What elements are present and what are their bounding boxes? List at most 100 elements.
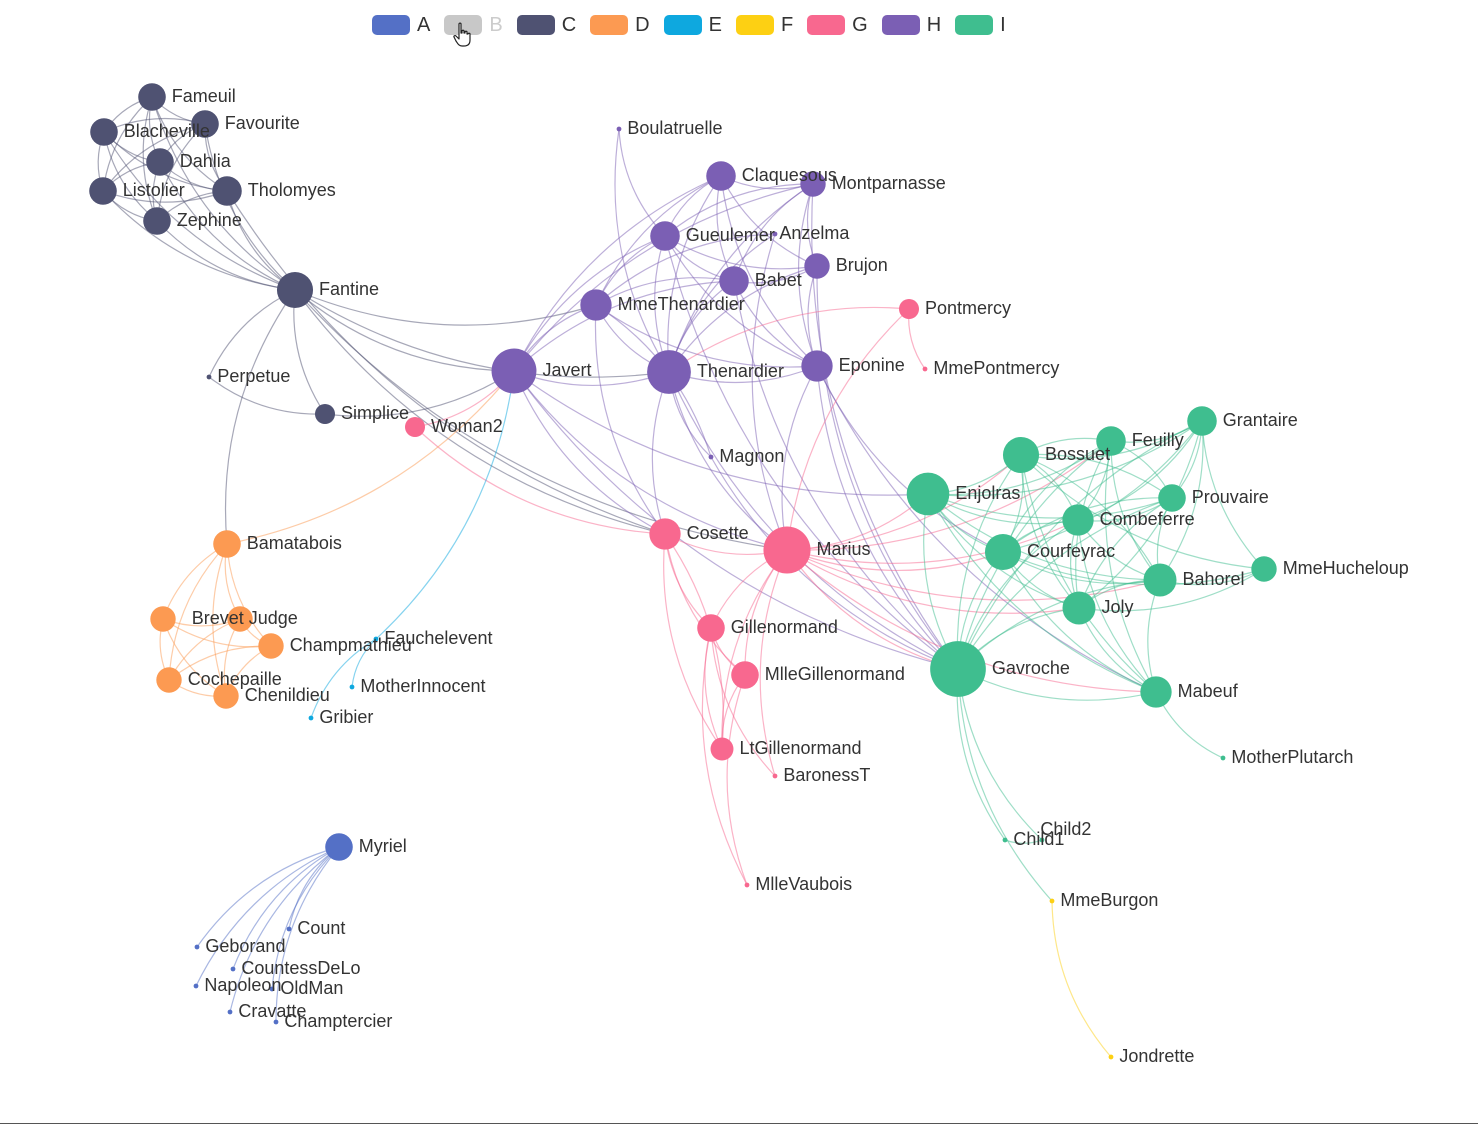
node-fameuil[interactable] [138, 83, 166, 111]
node-claquesous[interactable] [706, 161, 736, 191]
node-label-bahorel: Bahorel [1183, 569, 1245, 589]
node-champtercier[interactable] [273, 1019, 279, 1025]
edge-fantine-thenardier [294, 289, 670, 378]
edge-claquesous-mme-thenardier [595, 175, 722, 306]
node-label-brevet: Brevet [192, 608, 244, 628]
node-gillenormand[interactable] [697, 614, 725, 642]
legend-swatch [735, 15, 774, 35]
edge-brujon-gavroche [816, 265, 959, 670]
node-gribier[interactable] [308, 715, 314, 721]
node-cochepaille[interactable] [156, 667, 182, 693]
legend-item-e[interactable]: E [663, 13, 722, 37]
node-simplice[interactable] [314, 403, 336, 425]
node-tholomyes[interactable] [212, 176, 242, 206]
edge-myriel-cravatte [229, 846, 340, 1013]
node-zephine[interactable] [143, 207, 171, 235]
node-montparnasse[interactable] [800, 171, 826, 197]
node-pontmercy[interactable] [898, 298, 920, 320]
legend-item-d[interactable]: D [590, 14, 650, 37]
legend-item-f[interactable]: F [735, 14, 793, 37]
node-child2[interactable] [1039, 837, 1045, 843]
node-eponine[interactable] [801, 350, 833, 382]
legend-item-i[interactable]: I [955, 14, 1006, 37]
node-mlle-vaubois[interactable] [744, 882, 750, 888]
edge-myriel-champtercier [275, 846, 340, 1023]
legend-label: C [561, 13, 577, 36]
edge-claquesous-eponine [720, 175, 818, 367]
node-woman2[interactable] [404, 416, 426, 438]
node-babet[interactable] [719, 266, 749, 296]
node-mme-pontmercy[interactable] [922, 366, 928, 372]
node-blacheville[interactable] [90, 118, 118, 146]
node-brevet[interactable] [150, 606, 176, 632]
edge-javert-enjolras [513, 370, 929, 496]
node-favourite[interactable] [191, 110, 219, 138]
node-grantaire[interactable] [1187, 406, 1217, 436]
legend-item-h[interactable]: H [881, 14, 941, 37]
node-joly[interactable] [1062, 591, 1096, 625]
node-brujon[interactable] [804, 253, 830, 279]
node-dahlia[interactable] [146, 148, 174, 176]
node-thenardier[interactable] [647, 350, 691, 394]
edge-child1-child2 [1004, 839, 1043, 844]
legend-item-g[interactable]: G [807, 14, 868, 37]
node-label-boulatruelle: Boulatruelle [627, 118, 722, 138]
node-mme-hucheloup[interactable] [1251, 556, 1277, 582]
node-mother-plutarch[interactable] [1220, 755, 1226, 761]
node-old-man[interactable] [269, 986, 275, 992]
edge-feuilly-mabeuf [1104, 440, 1157, 693]
node-javert[interactable] [491, 348, 537, 394]
node-feuilly[interactable] [1096, 426, 1126, 456]
node-magnon[interactable] [708, 454, 714, 460]
node-mother-innocent[interactable] [349, 684, 355, 690]
node-geborand[interactable] [194, 944, 200, 950]
node-gueulemer[interactable] [650, 221, 680, 251]
node-mme-burgon[interactable] [1049, 898, 1055, 904]
legend-item-c[interactable]: C [516, 13, 577, 37]
node-label-count: Count [297, 918, 345, 938]
edge-fauchelevent-mother-innocent [351, 638, 377, 688]
node-cravatte[interactable] [227, 1009, 233, 1015]
node-mme-thenardier[interactable] [580, 289, 612, 321]
legend-swatch [516, 15, 555, 35]
node-mabeuf[interactable] [1140, 676, 1172, 708]
node-chenildieu[interactable] [213, 683, 239, 709]
node-label-babet: Babet [755, 270, 802, 290]
node-myriel[interactable] [325, 833, 353, 861]
edge-fauchelevent-javert [375, 370, 515, 640]
node-label-eponine: Eponine [839, 355, 905, 375]
node-anzelma[interactable] [772, 231, 778, 237]
edge-courfeyrac-mme-hucheloup [1002, 551, 1265, 586]
node-mlle-gillenormand[interactable] [731, 661, 759, 689]
node-prouvaire[interactable] [1158, 484, 1186, 512]
node-baroness-t[interactable] [772, 773, 778, 779]
node-bossuet[interactable] [1002, 436, 1040, 474]
node-label-cosette: Cosette [687, 523, 749, 543]
node-gavroche[interactable] [930, 641, 986, 697]
edge-enjolras-prouvaire [927, 493, 1173, 519]
node-perpetue[interactable] [206, 374, 212, 380]
node-marius[interactable] [763, 526, 811, 574]
node-lt-gillenormand[interactable] [710, 737, 734, 761]
node-child1[interactable] [1002, 837, 1008, 843]
node-listolier[interactable] [89, 177, 117, 205]
node-courfeyrac[interactable] [984, 533, 1022, 571]
legend-label: E [708, 13, 722, 36]
node-jondrette[interactable] [1108, 1054, 1114, 1060]
node-label-feuilly: Feuilly [1132, 430, 1184, 450]
node-enjolras[interactable] [906, 472, 950, 516]
node-label-javert: Javert [542, 360, 591, 380]
node-judge[interactable] [227, 606, 253, 632]
node-count[interactable] [286, 926, 292, 932]
node-combeferre[interactable] [1062, 504, 1094, 536]
node-fauchelevent[interactable] [373, 636, 379, 642]
node-fantine[interactable] [276, 271, 314, 309]
node-cosette[interactable] [649, 518, 681, 550]
node-countess-de-lo[interactable] [230, 966, 236, 972]
node-bamatabois[interactable] [213, 530, 241, 558]
node-bahorel[interactable] [1143, 563, 1177, 597]
legend-item-a[interactable]: A [372, 14, 430, 37]
node-boulatruelle[interactable] [616, 126, 622, 132]
node-napoleon[interactable] [193, 983, 199, 989]
node-champmathieu[interactable] [258, 633, 284, 659]
